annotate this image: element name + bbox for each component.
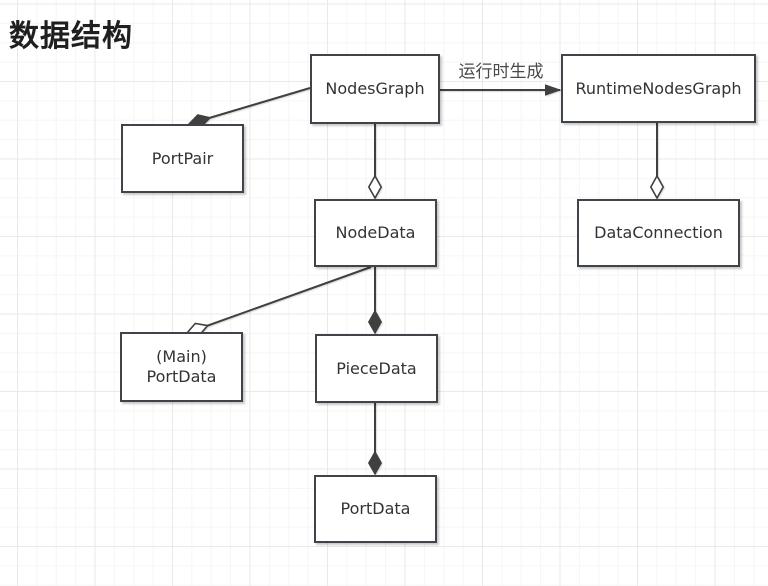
node-mainportdata-label-line1: (Main) bbox=[156, 347, 207, 366]
edge-label-runtime-generation: 运行时生成 bbox=[458, 62, 544, 82]
node-runtimenodesgraph-label: RuntimeNodesGraph bbox=[575, 78, 742, 98]
node-portdata[interactable]: PortData bbox=[314, 475, 437, 543]
node-piecedata[interactable]: PieceData bbox=[315, 334, 438, 403]
node-nodesgraph-label: NodesGraph bbox=[325, 79, 425, 98]
node-nodedata[interactable]: NodeData bbox=[314, 199, 437, 267]
node-portpair[interactable]: PortPair bbox=[121, 124, 244, 193]
edge-nodesgraph-to-portpair[interactable] bbox=[189, 87, 311, 124]
node-portpair-label: PortPair bbox=[151, 148, 214, 168]
node-runtimenodesgraph[interactable]: RuntimeNodesGraph bbox=[561, 54, 756, 123]
node-nodedata-label: NodeData bbox=[335, 223, 416, 242]
edge-nodedata-to-mainportdata[interactable] bbox=[187, 266, 372, 333]
node-mainportdata-label-line2: PortData bbox=[146, 367, 217, 386]
node-dataconnection-label: DataConnection bbox=[594, 223, 723, 242]
node-mainportdata[interactable]: (Main) PortData bbox=[120, 332, 243, 402]
node-nodesgraph[interactable]: NodesGraph bbox=[310, 54, 440, 124]
node-portdata-label: PortData bbox=[340, 499, 411, 518]
node-dataconnection[interactable]: DataConnection bbox=[577, 199, 740, 267]
page-title: 数据结构 bbox=[9, 19, 133, 54]
node-piecedata-label: PieceData bbox=[336, 358, 417, 378]
